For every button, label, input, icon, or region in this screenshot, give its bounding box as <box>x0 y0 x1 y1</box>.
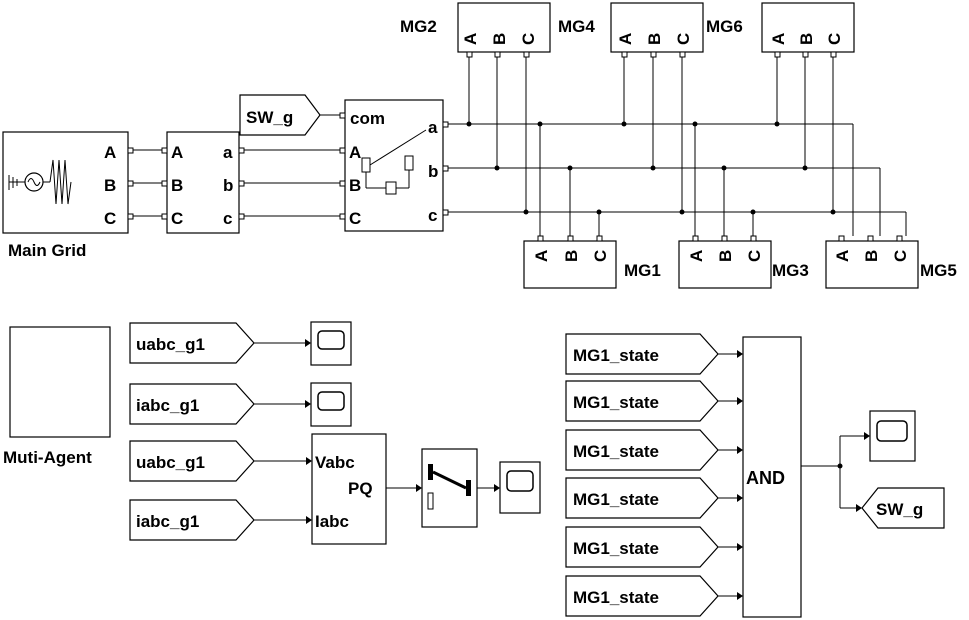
mg3-port-b: B <box>716 250 735 262</box>
breaker-in-a: A <box>349 143 361 162</box>
mg4-port-b: B <box>645 33 664 45</box>
scope-iabc[interactable] <box>310 382 352 427</box>
three-phase-measurement-block[interactable]: A B C a b c <box>161 131 245 234</box>
scope-screen-icon <box>317 391 345 411</box>
multi-agent-block[interactable] <box>9 326 111 438</box>
ac-source-icon <box>8 159 72 205</box>
mg4-port-a: A <box>616 33 635 45</box>
measure-out-b: b <box>223 176 233 195</box>
mg6-port-a: A <box>769 33 788 45</box>
sw-g-from-tag[interactable]: SW_g <box>239 94 321 136</box>
three-phase-bus <box>448 123 907 236</box>
pq-out: PQ <box>348 479 373 498</box>
breaker-in-c: C <box>349 209 361 228</box>
mg2-port-a: A <box>461 33 480 45</box>
mg-state-tag-4[interactable]: MG1_state <box>565 477 719 519</box>
mg5-port-a: A <box>833 250 852 262</box>
breaker-in-b: B <box>349 176 361 195</box>
uabc-from-label-1: uabc_g1 <box>136 335 205 354</box>
mg6-label: MG6 <box>706 17 743 36</box>
scope-screen-icon <box>506 470 534 492</box>
mg3-port-c: C <box>745 250 764 262</box>
and-input-wires <box>718 350 743 600</box>
mg3-port-a: A <box>687 250 706 262</box>
mg2-port-c: C <box>519 33 538 45</box>
pq-in-iabc: Iabc <box>315 512 349 531</box>
pq-in-vabc: Vabc <box>315 453 355 472</box>
main-grid-label: Main Grid <box>8 241 86 260</box>
mg-state-label-4: MG1_state <box>573 490 659 509</box>
mg5-port-b: B <box>862 250 881 262</box>
main-grid-block[interactable]: A B C <box>2 131 134 234</box>
breaker-out-b: b <box>428 162 438 181</box>
bus-junctions <box>466 121 836 215</box>
scope-pq[interactable] <box>499 461 541 514</box>
mg-state-label-2: MG1_state <box>573 393 659 412</box>
mg5-block[interactable]: A B C <box>825 235 919 289</box>
pq-measurement-block[interactable]: Vabc PQ Iabc <box>311 433 387 545</box>
scope-screen-icon <box>317 330 345 350</box>
measure-in-a: A <box>171 143 183 162</box>
mg1-port-c: C <box>591 250 610 262</box>
mg5-port-c: C <box>891 250 910 262</box>
mg4-label: MG4 <box>558 17 595 36</box>
multi-agent-label: Muti-Agent <box>3 448 92 467</box>
mg2-port-b: B <box>490 33 509 45</box>
mg-state-tag-3[interactable]: MG1_state <box>565 429 719 471</box>
mg-state-label-5: MG1_state <box>573 539 659 558</box>
mg4-block[interactable]: A B C <box>610 2 704 58</box>
measure-out-a: a <box>223 143 233 162</box>
mg-state-tag-2[interactable]: MG1_state <box>565 380 719 422</box>
mg4-port-c: C <box>674 33 693 45</box>
mg-state-label-6: MG1_state <box>573 588 659 607</box>
main-grid-port-b: B <box>104 176 116 195</box>
iabc-from-label-2: iabc_g1 <box>136 512 199 531</box>
mg3-label: MG3 <box>772 261 809 280</box>
breaker-switch-icon <box>361 129 427 195</box>
measure-in-c: C <box>171 209 183 228</box>
iabc-from-tag-2[interactable]: iabc_g1 <box>129 499 255 541</box>
main-grid-port-c: C <box>104 209 116 228</box>
sw-g-from-label: SW_g <box>246 108 293 127</box>
switch-icon <box>427 464 471 510</box>
uabc-from-tag-2[interactable]: uabc_g1 <box>129 440 255 482</box>
scope-and[interactable] <box>869 410 916 462</box>
manual-switch-block[interactable] <box>421 448 478 528</box>
uabc-from-tag-1[interactable]: uabc_g1 <box>129 322 255 364</box>
mg-state-tag-5[interactable]: MG1_state <box>565 526 719 568</box>
and-logic-block[interactable]: AND <box>742 336 802 618</box>
mg6-port-b: B <box>797 33 816 45</box>
sw-g-goto-tag[interactable]: SW_g <box>861 487 945 529</box>
breaker-out-a: a <box>428 118 438 137</box>
iabc-from-label-1: iabc_g1 <box>136 396 199 415</box>
breaker-out-c: c <box>428 206 437 225</box>
mg6-block[interactable]: A B C <box>761 2 855 58</box>
mg2-label: MG2 <box>400 17 437 36</box>
measure-in-b: B <box>171 176 183 195</box>
mg-state-tag-6[interactable]: MG1_state <box>565 575 719 617</box>
mg-state-label-1: MG1_state <box>573 346 659 365</box>
mg1-port-a: A <box>532 250 551 262</box>
uabc-from-label-2: uabc_g1 <box>136 453 205 472</box>
breaker-com-port: com <box>350 109 385 128</box>
mg6-port-c: C <box>825 33 844 45</box>
mg1-port-b: B <box>562 250 581 262</box>
scope-screen-icon <box>876 420 908 442</box>
scope-uabc[interactable] <box>310 321 352 366</box>
mg-state-tag-1[interactable]: MG1_state <box>565 333 719 375</box>
iabc-from-tag-1[interactable]: iabc_g1 <box>129 383 255 425</box>
mg-state-label-3: MG1_state <box>573 442 659 461</box>
measure-out-c: c <box>223 209 232 228</box>
main-grid-port-a: A <box>104 143 116 162</box>
mg3-block[interactable]: A B C <box>678 235 772 289</box>
sw-g-goto-label: SW_g <box>876 500 923 519</box>
mg1-label: MG1 <box>624 261 661 280</box>
three-phase-breaker-block[interactable]: com A B C a b c <box>339 99 449 232</box>
and-label: AND <box>746 468 785 488</box>
mg5-label: MG5 <box>920 261 957 280</box>
mg2-block[interactable]: A B C <box>457 2 551 58</box>
mg1-block[interactable]: A B C <box>523 235 617 289</box>
